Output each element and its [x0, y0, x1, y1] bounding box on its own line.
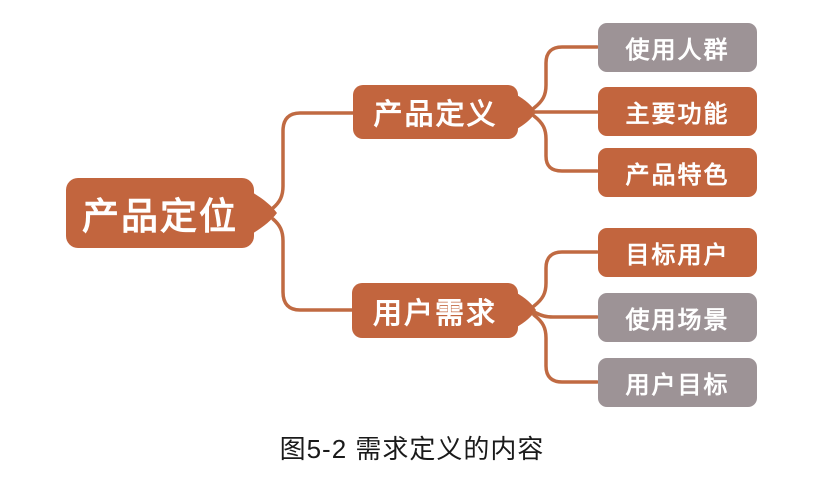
- connector-root-branch-2: [271, 217, 354, 312]
- branch-1-callout-tip: [515, 94, 536, 130]
- branch-node-product-definition: 产品定义: [353, 85, 518, 139]
- root-callout-tip: [250, 191, 277, 235]
- leaf-node-main-functions: 主要功能: [598, 87, 757, 136]
- leaf-node-user-groups: 使用人群: [598, 23, 757, 72]
- leaf-node-product-features: 产品特色: [598, 148, 757, 197]
- connector-branch1-leaf-0: [532, 45, 599, 110]
- root-node-product-positioning: 产品定位: [66, 178, 254, 248]
- leaf-node-usage-scenarios: 使用场景: [598, 293, 757, 342]
- leaf-node-user-goals: 用户目标: [598, 358, 757, 407]
- branch-node-user-needs: 用户需求: [352, 283, 518, 338]
- connector-branch1-leaf-2: [532, 114, 599, 173]
- connector-root-branch-1: [271, 111, 355, 210]
- connector-branch2-leaf-0: [532, 250, 599, 308]
- branch-2-callout-tip: [515, 292, 536, 328]
- connector-branch2-leaf-2: [532, 313, 599, 384]
- figure-caption: 图5-2 需求定义的内容: [279, 434, 545, 464]
- leaf-node-target-users: 目标用户: [598, 228, 757, 277]
- connector-branch2-leaf-1: [532, 310, 599, 319]
